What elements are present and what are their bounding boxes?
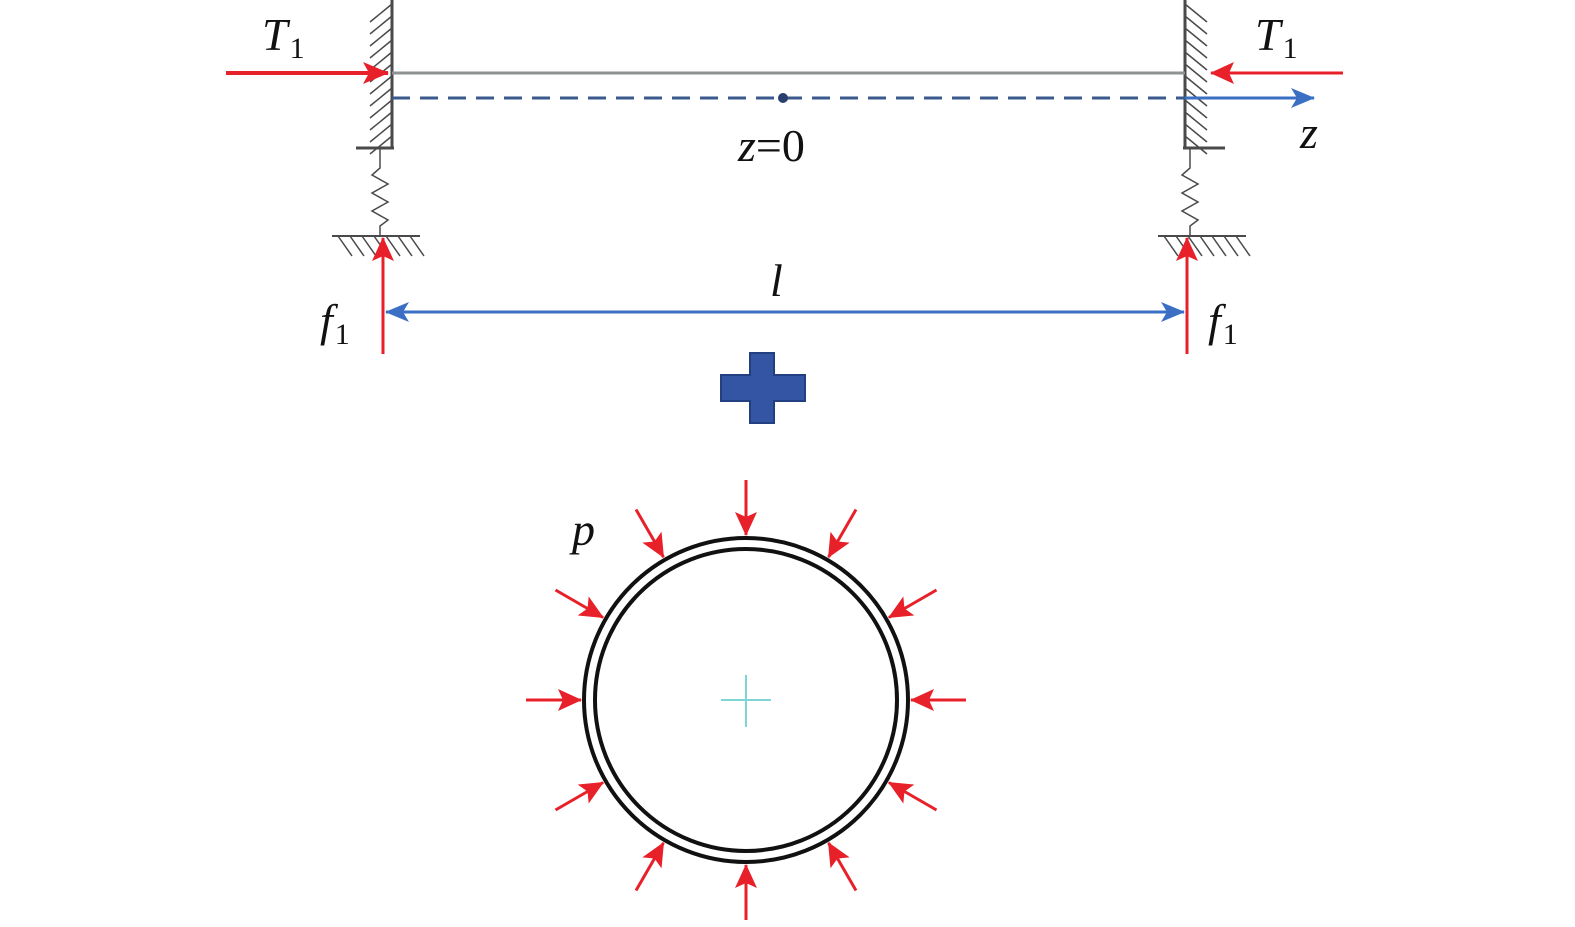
wall-hatch-line [369, 135, 393, 155]
pipe-outer-wall [582, 536, 910, 864]
right-ground [1158, 235, 1251, 257]
left-axial-force-label: T1 [262, 9, 305, 65]
ground-hatch-line [337, 235, 353, 257]
pressure-arrows [526, 480, 966, 920]
ground-hatch-line [1223, 235, 1239, 257]
right-wall [1183, 0, 1225, 155]
length-label: l [770, 255, 783, 306]
ground-hatch-line [397, 235, 413, 257]
origin-point [778, 93, 788, 103]
ground-hatch-line [385, 235, 401, 257]
pipe-inner-wall [593, 547, 899, 853]
pressure-arrow [827, 842, 858, 892]
wall-hatch-line [1184, 27, 1208, 47]
left-support-force-label: f1 [320, 295, 350, 351]
wall-hatch-line [369, 27, 393, 47]
pressure-arrow [888, 781, 938, 812]
crosshair-icon [721, 675, 771, 727]
pressure-arrow [888, 588, 938, 619]
wall-hatch-line [369, 3, 393, 23]
wall-hatch-line [1184, 75, 1208, 95]
z-axis-label: z [1299, 107, 1318, 158]
ground-hatch-line [1187, 235, 1203, 257]
ground-hatch-line [361, 235, 377, 257]
left-spring [370, 148, 390, 236]
wall-hatch-line [1184, 51, 1208, 71]
wall-hatch-line [369, 87, 393, 107]
wall-hatch-line [1184, 39, 1208, 59]
wall-hatch-line [369, 99, 393, 119]
wall-hatch-line [1184, 111, 1208, 131]
ground-hatch-line [409, 235, 425, 257]
wall-hatch-line [369, 123, 393, 143]
pressure-arrow [634, 508, 665, 558]
ground-hatch-line [349, 235, 365, 257]
ground-hatch-line [1235, 235, 1251, 257]
pressure-arrow [554, 588, 604, 619]
right-spring [1180, 148, 1200, 236]
wall-hatch-line [369, 111, 393, 131]
ground-hatch-line [1199, 235, 1215, 257]
pressure-arrow [554, 781, 604, 812]
wall-hatch-line [1184, 63, 1208, 83]
wall-hatch-line [1184, 99, 1208, 119]
origin-label: z=0 [737, 120, 805, 171]
pressure-arrow [634, 842, 665, 892]
pressure-arrow [827, 508, 858, 558]
ground-hatch-line [373, 235, 389, 257]
wall-hatch-line [1184, 15, 1208, 35]
left-ground [332, 235, 425, 257]
wall-hatch-line [1184, 135, 1208, 155]
wall-hatch-line [369, 15, 393, 35]
wall-hatch-line [1184, 123, 1208, 143]
ground-hatch-line [1211, 235, 1227, 257]
ground-hatch-line [1163, 235, 1179, 257]
plus-sign-icon [720, 352, 806, 424]
right-support-force-label: f1 [1208, 295, 1238, 351]
right-axial-force-label: T1 [1255, 9, 1298, 65]
pressure-label: p [569, 504, 595, 555]
wall-hatch-line [1184, 3, 1208, 23]
left-wall [356, 0, 394, 155]
wall-hatch-line [369, 39, 393, 59]
